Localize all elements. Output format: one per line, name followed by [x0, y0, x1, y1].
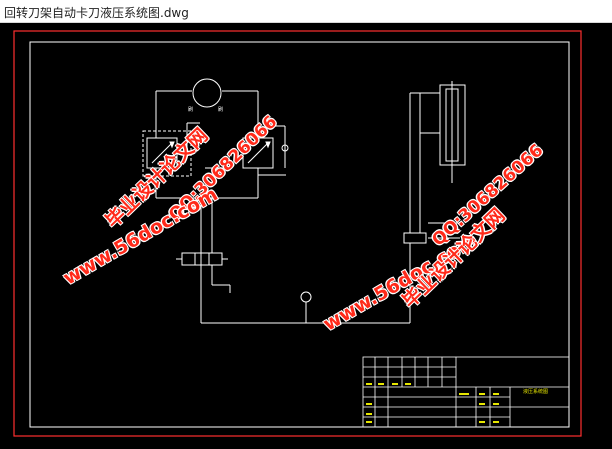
window-title: 回转刀架自动卡刀液压系统图.dwg — [4, 6, 189, 20]
left-valve — [146, 137, 178, 169]
drawing-canvas[interactable]: 刷 刷 液压系统图 — [0, 23, 612, 449]
outer-frame — [13, 30, 582, 437]
inner-frame — [29, 41, 570, 428]
directional-valve — [181, 252, 223, 266]
pump-motor — [192, 78, 222, 108]
pressure-gauge — [300, 291, 312, 303]
cylinder-valve — [403, 232, 427, 244]
title-block-marks — [366, 383, 499, 423]
pump-label-left: 刷 — [188, 106, 193, 113]
pump-label-right: 刷 — [218, 106, 223, 113]
title-block-drawing-name: 液压系统图 — [523, 388, 548, 395]
hydraulic-schematic: 刷 刷 液压系统图 — [13, 30, 582, 437]
window-titlebar: 回转刀架自动卡刀液压系统图.dwg — [0, 0, 612, 23]
title-block — [362, 356, 570, 428]
